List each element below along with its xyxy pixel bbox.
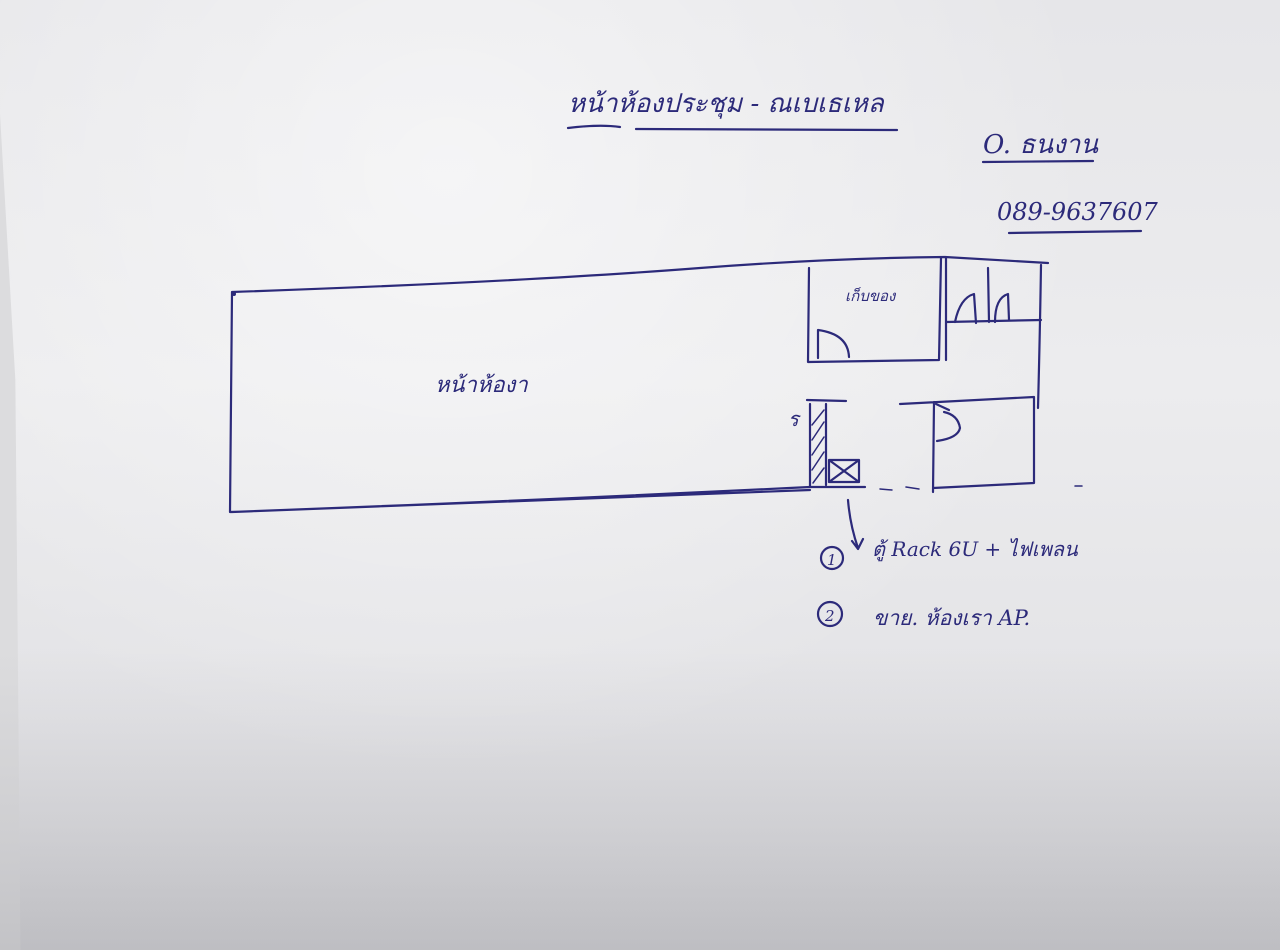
rack-cabinet-box: [827, 458, 861, 484]
floor-plan: เก็บของ ร หน้าห้องา: [228, 255, 1083, 514]
storage-room-door: [816, 328, 851, 360]
main-room-label: หน้าห้องา: [435, 373, 528, 398]
note-1-circle: [819, 545, 845, 571]
hatched-wall: [811, 409, 825, 484]
storage-room-walls: [806, 256, 943, 364]
restroom-walls: [944, 256, 1043, 362]
notes-list: 1 ตู้ Rack 6U + ไฟเพลน 2 ขาย. ห้องเรา AP…: [816, 537, 1079, 630]
note-1-text: ตู้ Rack 6U + ไฟเพลน: [872, 537, 1079, 562]
bottom-wall-ticks: [879, 485, 1083, 491]
note-2-text: ขาย. ห้องเรา AP.: [873, 606, 1030, 630]
title-underline: [566, 124, 899, 132]
restroom-door-right: [993, 292, 1011, 324]
rack-area-wall: [805, 398, 848, 488]
note-1-marker: 1: [827, 551, 837, 569]
phone-number: 089-9637607: [997, 198, 1159, 226]
lower-right-room-walls: [898, 395, 1036, 494]
sheet-header: หน้าห้องประชุม - ณเบเธเหล O. ธนงาน 089-9…: [566, 89, 1159, 235]
lower-right-room-door: [934, 402, 962, 443]
outer-wall: [228, 255, 1050, 514]
rack-marker: ร: [788, 407, 801, 431]
restroom-door-left: [953, 292, 978, 325]
corner-dot: [232, 292, 236, 296]
storage-room-label: เก็บของ: [845, 287, 897, 305]
rack-arrow: [846, 498, 865, 551]
contact-name-underline: [981, 159, 1095, 164]
note-2-marker: 2: [824, 607, 835, 625]
sheet-title: หน้าห้องประชุม - ณเบเธเหล: [568, 89, 885, 119]
contact-name: O. ธนงาน: [983, 130, 1099, 160]
note-2-circle: [816, 600, 844, 628]
phone-underline: [1007, 229, 1143, 235]
